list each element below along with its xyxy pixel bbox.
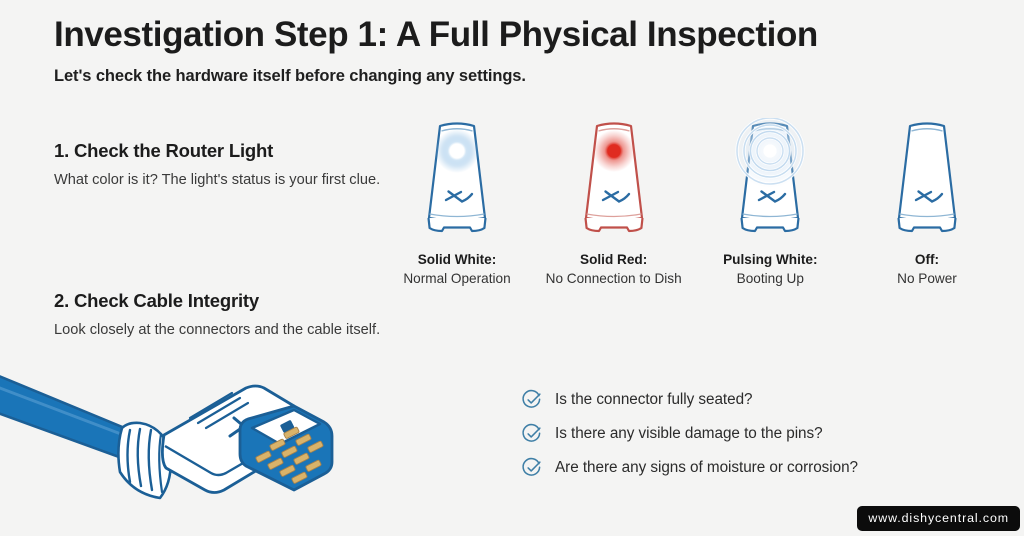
checklist-item-label: Are there any signs of moisture or corro… [555, 459, 858, 476]
checklist-item[interactable]: Is the connector fully seated? [521, 383, 961, 417]
header: Investigation Step 1: A Full Physical In… [54, 15, 954, 86]
page-subtitle: Let's check the hardware itself before c… [54, 66, 526, 85]
section-check-router-light: 1. Check the Router Light What color is … [54, 140, 384, 190]
router-state-meaning: No Power [897, 271, 957, 286]
router-state-solid-white: Solid White: Normal Operation [382, 118, 532, 286]
check-circle-icon [521, 457, 543, 479]
watermark-badge: www.dishycentral.com [857, 506, 1020, 531]
ethernet-connector-illustration [0, 330, 394, 510]
router-caption-off: Off: No Power [897, 252, 957, 286]
router-light-states: Solid White: Normal Operation [382, 118, 1002, 286]
router-state-meaning: Booting Up [736, 271, 804, 286]
checklist-item[interactable]: Are there any signs of moisture or corro… [521, 451, 961, 485]
checklist-item-label: Is there any visible damage to the pins? [555, 425, 823, 442]
router-state-off: Off: No Power [852, 118, 1002, 286]
router-icon-solid-white [382, 118, 532, 240]
router-state-meaning: No Connection to Dish [545, 271, 682, 286]
router-state-label: Solid White: [417, 252, 497, 267]
section-check-cable-integrity: 2. Check Cable Integrity Look closely at… [54, 290, 524, 340]
router-icon-solid-red [539, 118, 689, 240]
router-caption-solid-red: Solid Red: No Connection to Dish [546, 252, 682, 286]
router-caption-pulsing-white: Pulsing White: Booting Up [723, 252, 817, 286]
section-2-body: Look closely at the connectors and the c… [54, 322, 381, 338]
router-state-pulsing-white: Pulsing White: Booting Up [695, 118, 845, 286]
router-caption-solid-white: Solid White: Normal Operation [403, 252, 510, 286]
section-2-heading: 2. Check Cable Integrity [54, 290, 259, 311]
section-1-heading: 1. Check the Router Light [54, 140, 274, 161]
section-1-body: What color is it? The light's status is … [54, 172, 381, 188]
cable-inspection-checklist: Is the connector fully seated? Is there … [521, 383, 961, 485]
router-state-label: Solid Red: [580, 252, 648, 267]
check-circle-icon [521, 389, 543, 411]
page-title: Investigation Step 1: A Full Physical In… [54, 15, 818, 54]
check-circle-icon [521, 423, 543, 445]
router-state-label: Off: [914, 252, 940, 267]
router-icon-pulsing-white [695, 118, 845, 240]
checklist-item-label: Is the connector fully seated? [555, 391, 753, 408]
router-state-label: Pulsing White: [723, 252, 818, 267]
checklist-item[interactable]: Is there any visible damage to the pins? [521, 417, 961, 451]
router-icon-off [852, 118, 1002, 240]
router-state-meaning: Normal Operation [403, 271, 511, 286]
router-state-solid-red: Solid Red: No Connection to Dish [539, 118, 689, 286]
